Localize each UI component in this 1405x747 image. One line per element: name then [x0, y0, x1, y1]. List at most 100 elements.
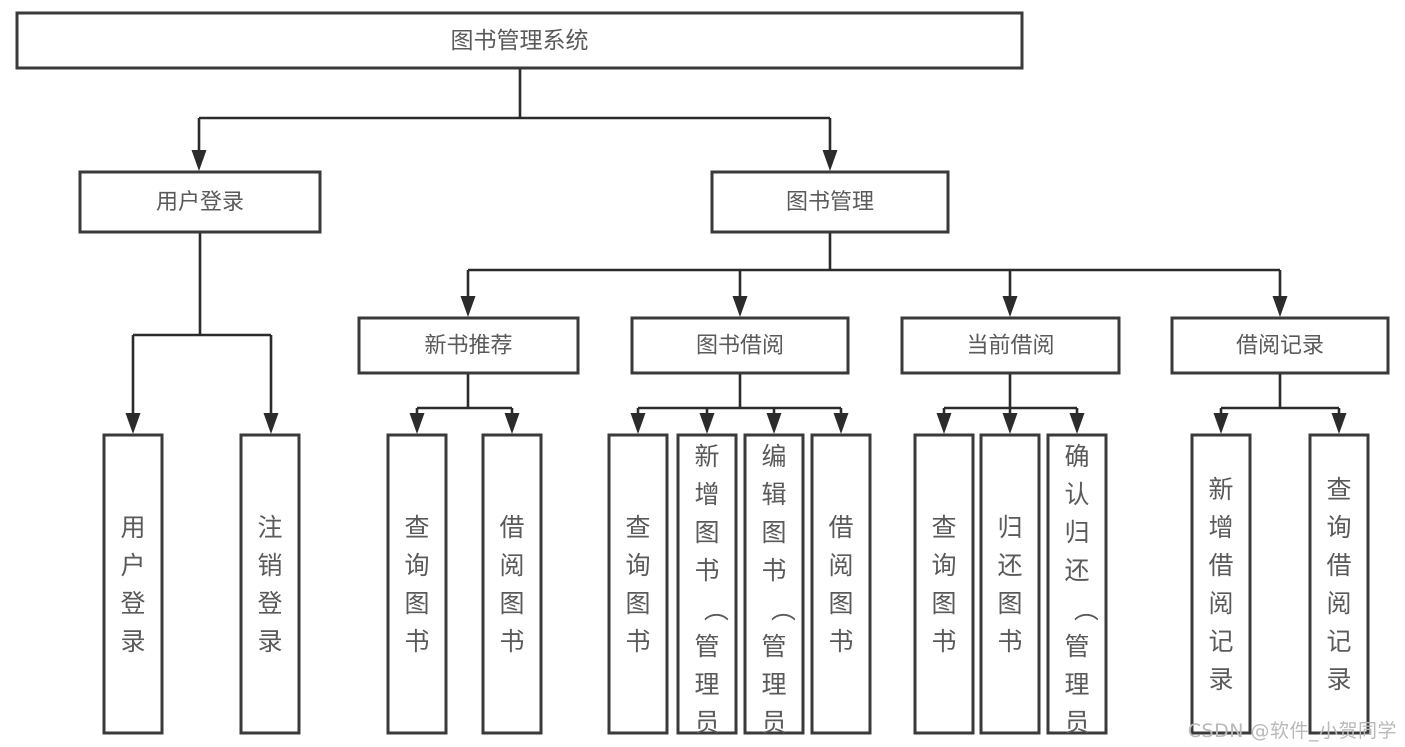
node-leaf-1-rect[interactable]	[239, 433, 301, 735]
node-level2-0-rect[interactable]	[357, 316, 580, 375]
arrow-head-icon	[191, 150, 207, 171]
node-root-图书管理系统[interactable]: 图书管理系统	[15, 11, 1024, 70]
svg-text:书: 书	[499, 627, 524, 656]
node-leaf-11-rect[interactable]	[1190, 433, 1252, 735]
svg-text:图: 图	[694, 518, 719, 547]
svg-text:注: 注	[257, 513, 282, 542]
svg-text:员: 员	[1064, 708, 1089, 737]
node-level2-1-rect[interactable]	[630, 316, 850, 375]
connector-root-to-level1	[199, 68, 830, 120]
svg-text:辑: 辑	[761, 480, 786, 509]
svg-text:增: 增	[1208, 513, 1233, 542]
arrow-head-icon	[504, 413, 520, 434]
svg-text:（: （	[1071, 596, 1100, 621]
connector-book-borrow-children	[638, 373, 841, 410]
arrow-head-icon	[409, 413, 425, 434]
node-leaf-5-rect[interactable]	[676, 433, 738, 735]
svg-text:记: 记	[1326, 627, 1351, 656]
svg-text:阅: 阅	[828, 551, 853, 580]
svg-text:登: 登	[257, 589, 282, 618]
arrow-head-icon	[125, 413, 141, 434]
svg-text:录: 录	[120, 627, 145, 656]
svg-text:询: 询	[1326, 513, 1351, 542]
node-leaf-6-rect[interactable]	[743, 433, 805, 735]
arrow-head-icon	[460, 296, 476, 317]
svg-text:管: 管	[1064, 632, 1089, 661]
svg-text:借: 借	[1326, 551, 1351, 580]
svg-text:员: 员	[694, 708, 719, 737]
node-level2-1-label: 图书借阅	[696, 334, 784, 359]
svg-text:图: 图	[404, 589, 429, 618]
arrow-head-icon	[766, 413, 782, 434]
arrow-head-icon	[1069, 413, 1085, 434]
node-leaf-3-rect[interactable]	[481, 433, 543, 735]
svg-text:查: 查	[1326, 475, 1351, 504]
svg-text:归: 归	[1064, 518, 1089, 547]
node-leaf-2-rect[interactable]	[386, 433, 448, 735]
node-level2-2[interactable]: 当前借阅	[900, 316, 1121, 375]
node-level2-3[interactable]: 借阅记录	[1170, 316, 1390, 375]
svg-text:图: 图	[499, 589, 524, 618]
svg-text:新: 新	[694, 442, 719, 471]
node-level2-3-rect[interactable]	[1170, 316, 1390, 375]
connector-current-borrow-children	[944, 373, 1077, 410]
svg-text:书: 书	[404, 627, 429, 656]
node-leaf-9-rect[interactable]	[979, 433, 1041, 735]
svg-text:销: 销	[257, 551, 282, 580]
svg-text:阅: 阅	[1208, 589, 1233, 618]
svg-text:理: 理	[1064, 670, 1089, 699]
svg-text:管: 管	[694, 632, 719, 661]
svg-text:（: （	[768, 596, 797, 621]
node-leaf-10-rect[interactable]	[1046, 433, 1108, 735]
node-leaf-0-label: 用户登录	[120, 513, 145, 656]
node-level2-1[interactable]: 图书借阅	[630, 316, 850, 375]
svg-text:录: 录	[1326, 665, 1351, 694]
node-leaf-12-rect[interactable]	[1308, 433, 1370, 735]
node-leaf-7-rect[interactable]	[810, 433, 872, 735]
svg-text:阅: 阅	[1326, 589, 1351, 618]
node-leaf-8-rect[interactable]	[913, 433, 975, 735]
node-level1-1-label: 图书管理	[786, 190, 874, 215]
node-leaf-0[interactable]: 用户登录	[102, 433, 164, 735]
node-level1-0-rect[interactable]	[78, 170, 322, 234]
node-level2-2-rect[interactable]	[900, 316, 1121, 375]
svg-text:询: 询	[404, 551, 429, 580]
svg-text:书: 书	[931, 627, 956, 656]
connector-user-login-children	[133, 232, 271, 337]
node-root-图书管理系统-rect[interactable]	[15, 11, 1024, 70]
svg-text:借: 借	[499, 513, 524, 542]
node-level1-1[interactable]: 图书管理	[710, 170, 950, 234]
node-level2-0[interactable]: 新书推荐	[357, 316, 580, 375]
arrow-head-icon	[833, 413, 849, 434]
svg-text:询: 询	[931, 551, 956, 580]
node-leaf-0-rect[interactable]	[102, 433, 164, 735]
node-level1-0[interactable]: 用户登录	[78, 170, 322, 234]
svg-text:编: 编	[761, 442, 786, 471]
svg-text:查: 查	[404, 513, 429, 542]
svg-text:员: 员	[761, 708, 786, 737]
svg-text:查: 查	[931, 513, 956, 542]
node-leaf-4-rect[interactable]	[607, 433, 669, 735]
node-level1-1-rect[interactable]	[710, 170, 950, 234]
svg-text:用: 用	[120, 513, 145, 542]
